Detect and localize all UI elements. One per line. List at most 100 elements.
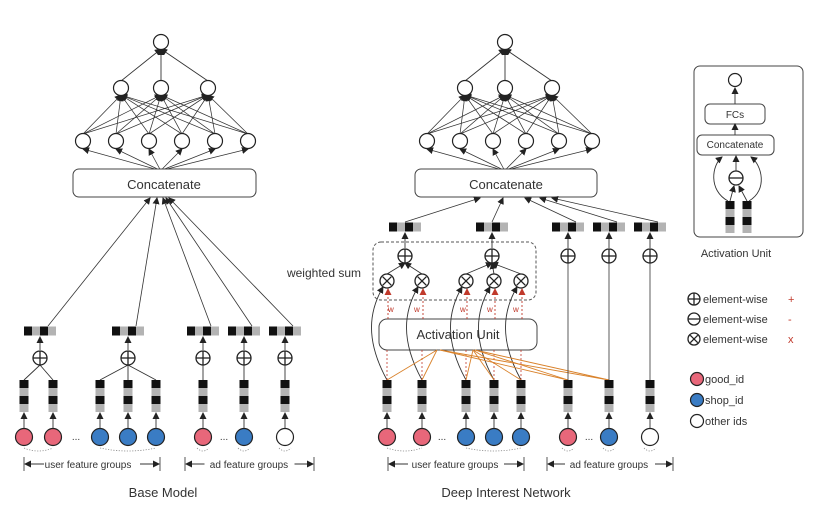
concat-to-hidden-edge <box>148 148 161 170</box>
mlp-edge <box>459 94 553 135</box>
base-ellipsis-user: ... <box>72 432 80 443</box>
element-wise-plus-icon <box>32 350 48 366</box>
mlp-edge <box>504 94 593 135</box>
embedding-cell <box>489 380 499 388</box>
mlp-edge <box>492 94 553 135</box>
embedding-cell <box>123 380 133 388</box>
embedding-cell <box>239 388 249 396</box>
pooled-embedding-vector <box>187 326 219 336</box>
embedding-cell <box>617 222 625 232</box>
embedding-cell <box>516 396 526 404</box>
hidden-neuron <box>451 132 469 150</box>
base-user-group-label: user feature groups <box>45 460 132 471</box>
hidden-neuron <box>239 132 257 150</box>
hidden-neuron <box>496 79 514 97</box>
embedding-cell <box>95 396 105 404</box>
embedding-cell <box>151 388 161 396</box>
mlp-edge <box>115 94 162 135</box>
group-arc <box>196 447 210 452</box>
embedding-cell <box>19 380 29 388</box>
embedding-cell <box>48 380 58 388</box>
element-wise-times-icon <box>414 273 430 289</box>
feature-to-sum-edge <box>99 364 129 381</box>
embedding-cell <box>417 388 427 396</box>
embedding-to-concat-edge <box>47 197 151 327</box>
embedding-cell <box>417 380 427 388</box>
embedding-vector <box>48 380 58 412</box>
ad-to-au-link <box>474 349 610 381</box>
embedding-cell <box>151 404 161 412</box>
hidden-neuron <box>543 79 561 97</box>
pooled-embedding-vector <box>112 326 144 336</box>
embedding-cell <box>198 404 208 412</box>
embedding-cell <box>389 222 397 232</box>
embedding-cell <box>645 396 655 404</box>
mlp-edge <box>120 94 183 135</box>
legend-shop-id-label: shop_id <box>705 395 744 407</box>
mlp-edge <box>160 48 209 82</box>
element-wise-plus-icon <box>601 248 617 264</box>
embedding-cell <box>211 326 219 336</box>
embedding-cell <box>280 388 290 396</box>
shop-id-node <box>146 427 166 447</box>
other-id-node <box>640 427 660 447</box>
embedding-vector <box>604 380 614 412</box>
embedding-cell <box>725 225 735 233</box>
mlp-edge <box>120 94 150 135</box>
mlp-edge <box>504 48 553 82</box>
embedding-cell <box>516 388 526 396</box>
embedding-cell <box>269 326 277 336</box>
embedding-cell <box>658 222 666 232</box>
output-neuron <box>496 33 514 51</box>
concat-to-hidden-edge <box>426 147 500 170</box>
embedding-vector <box>239 380 249 412</box>
pooled-embedding-vector <box>593 222 625 232</box>
base-ad-group-label: ad feature groups <box>210 460 288 471</box>
mlp-edge <box>492 94 507 135</box>
hidden-neuron <box>418 132 436 150</box>
din-panel <box>371 33 674 471</box>
element-wise-plus-icon <box>120 350 136 366</box>
embedding-cell <box>645 380 655 388</box>
embedding-cell <box>742 209 752 217</box>
embedding-cell <box>32 326 40 336</box>
din-ellipsis-ad: ... <box>585 432 593 443</box>
mlp-edge <box>504 94 527 135</box>
weighted-sum-label: weighted sum <box>286 266 361 280</box>
din-user-group-label: user feature groups <box>412 460 499 471</box>
embedding-cell <box>382 388 392 396</box>
embedding-cell <box>563 396 573 404</box>
hidden-neuron <box>107 132 125 150</box>
mlp-edge <box>160 94 183 135</box>
group-arc <box>23 447 54 452</box>
good-id-node <box>43 427 63 447</box>
group-arc <box>386 447 423 452</box>
embedding-cell <box>645 388 655 396</box>
mlp-edge <box>82 94 122 135</box>
mlp-edge <box>464 48 506 82</box>
good-id-node <box>412 427 432 447</box>
embedding-cell <box>24 326 32 336</box>
embedding-cell <box>413 222 421 232</box>
mlp-edge <box>148 94 163 135</box>
embedding-cell <box>742 225 752 233</box>
hidden-neuron <box>550 132 568 150</box>
embedding-cell <box>151 380 161 388</box>
embedding-cell <box>560 222 568 232</box>
other-id-node <box>275 427 295 447</box>
embedding-cell <box>382 396 392 404</box>
embedding-cell <box>742 201 752 209</box>
group-arc <box>643 447 657 452</box>
concat-to-hidden-edge <box>166 147 249 170</box>
embedding-cell <box>95 388 105 396</box>
embedding-cell <box>239 396 249 404</box>
hidden-neuron <box>140 132 158 150</box>
concat-to-hidden-edge <box>505 148 527 170</box>
element-wise-minus-icon <box>687 312 701 326</box>
shop-id-node <box>599 427 619 447</box>
legend-other-ids-label: other ids <box>705 416 748 428</box>
embedding-vector <box>645 380 655 412</box>
embedding-to-concat-edge <box>404 196 481 223</box>
embedding-vector <box>382 380 392 412</box>
